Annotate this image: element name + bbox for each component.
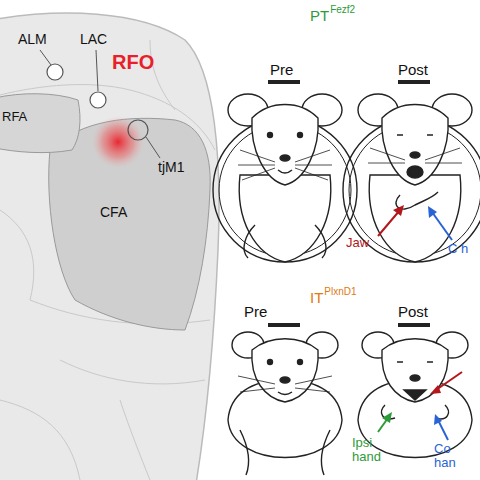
region-label: RFA — [2, 110, 27, 124]
cell-type-label: PT — [310, 8, 329, 24]
region-label: ALM — [18, 32, 47, 47]
cell-type-superscript: Fezf2 — [330, 5, 355, 16]
effector-label: Ipsi hand — [352, 436, 392, 463]
cell-type-label: IT — [310, 290, 323, 306]
effector-label: C h — [448, 242, 476, 256]
effector-label: Jaw — [346, 236, 369, 250]
condition-label: Post — [398, 304, 428, 320]
condition-label: Post — [398, 62, 428, 78]
cell-type-superscript: PlxnD1 — [324, 287, 356, 298]
region-label: LAC — [80, 32, 107, 47]
region-label: CFA — [100, 205, 127, 220]
region-label: tjM1 — [158, 160, 184, 175]
condition-label: Pre — [270, 62, 293, 78]
region-label: RFO — [112, 52, 154, 73]
effector-label: Co han — [434, 442, 468, 469]
condition-label: Pre — [244, 304, 267, 320]
